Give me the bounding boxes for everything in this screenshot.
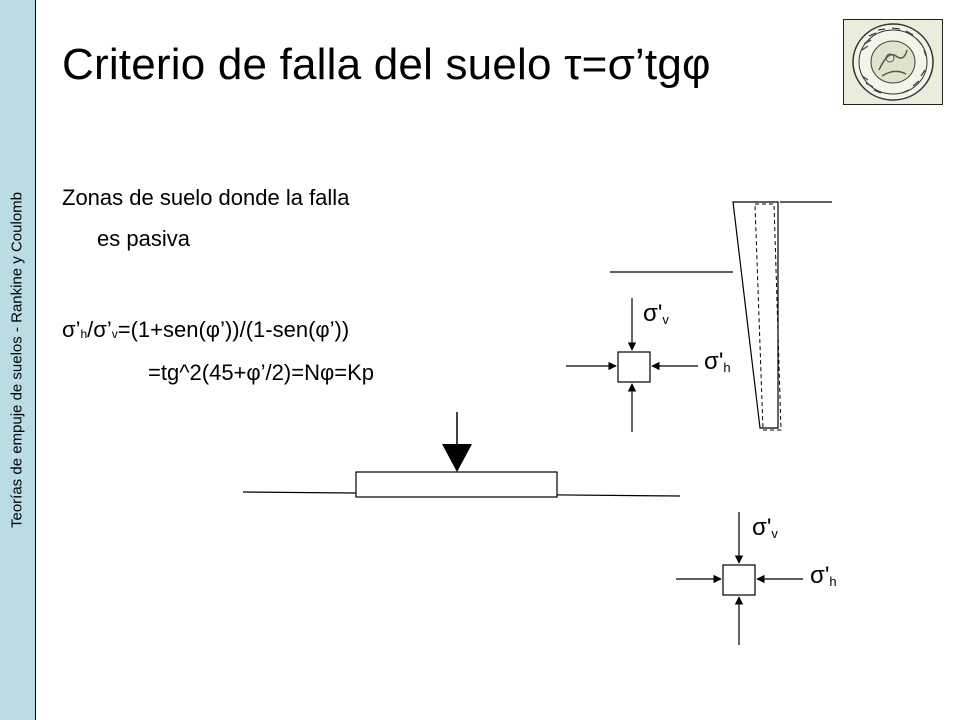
eq-slash: /	[87, 317, 94, 342]
upper-soil-element	[617, 351, 651, 383]
university-seal	[843, 19, 943, 105]
seal-icon	[852, 23, 934, 101]
eq-sigma-h: σ’	[62, 317, 81, 342]
title-formula: τ=σ’tgφ	[564, 40, 711, 89]
lower-sigma-v-sub: v	[771, 526, 778, 541]
lower-sigma-v-label: σ'v	[752, 514, 778, 542]
eq-sub-v: v	[111, 327, 118, 341]
equation-line-1: σ’h/σ’v=(1+sen(φ’))/(1-sen(φ’))	[62, 317, 349, 343]
upper-sigma-h-label: σ'h	[704, 348, 731, 376]
upper-sigma-v-sub: v	[662, 312, 669, 327]
text-line-2: es pasiva	[97, 226, 190, 251]
retaining-wall	[732, 201, 779, 429]
displaced-wall-outline	[754, 203, 782, 431]
title-text: Criterio de falla del suelo	[62, 40, 565, 89]
eq-sigma-v: σ’	[93, 317, 112, 342]
eq-rest: =(1+sen(φ’))/(1-sen(φ’))	[117, 317, 350, 342]
sidebar: Teorías de empuje de suelos - Rankine y …	[0, 0, 36, 720]
lower-soil-element	[722, 564, 756, 596]
footing	[355, 471, 558, 498]
upper-sigma-h-sub: h	[723, 360, 731, 375]
lower-sigma-h-label: σ'h	[810, 562, 837, 590]
eq-sub-h: h	[80, 327, 88, 341]
upper-sigma-v-label: σ'v	[643, 300, 669, 328]
slide-title: Criterio de falla del suelo τ=σ’tgφ	[62, 40, 711, 90]
lower-sigma-v-symbol: σ'	[752, 514, 772, 541]
upper-sigma-h-symbol: σ'	[704, 348, 724, 375]
equation-line-2: =tg^2(45+φ’/2)=Nφ=Kp	[148, 360, 374, 385]
lower-sigma-h-symbol: σ'	[810, 562, 830, 589]
lower-sigma-h-sub: h	[829, 574, 837, 589]
text-line-1: Zonas de suelo donde la falla	[62, 185, 350, 210]
upper-sigma-v-symbol: σ'	[643, 300, 663, 327]
load-arrowhead	[442, 444, 472, 472]
